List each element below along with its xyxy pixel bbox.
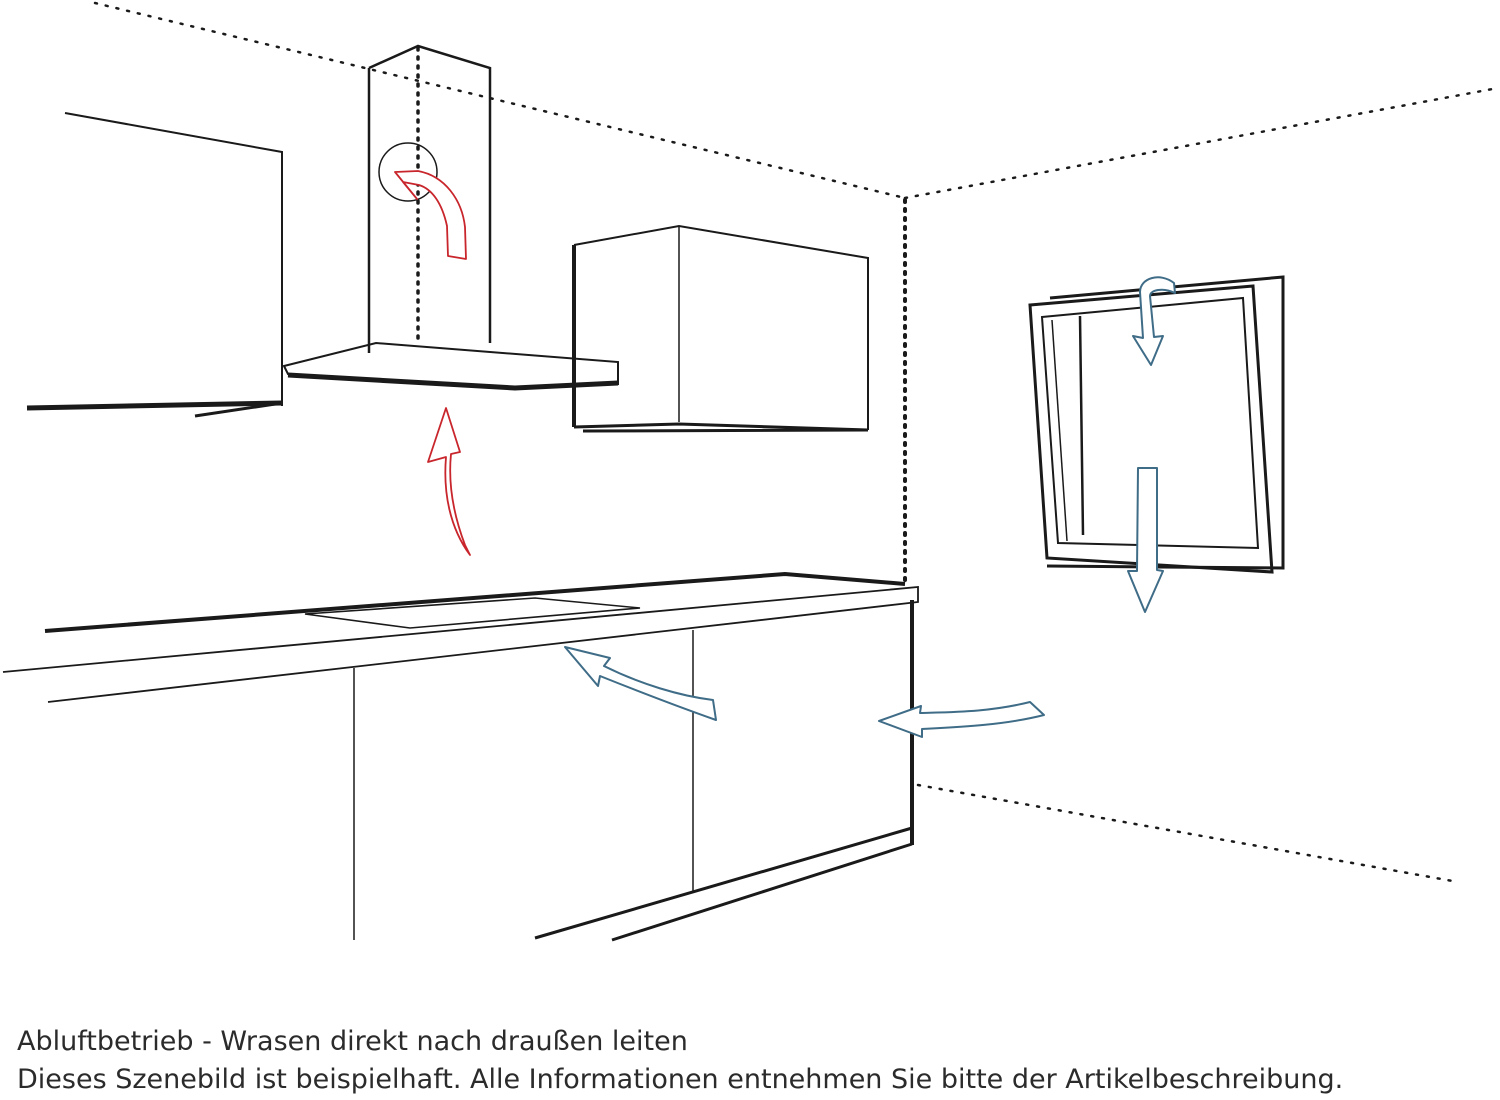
plinth [534,826,913,942]
cooktop [304,597,641,629]
hood-chimney [367,44,492,353]
fresh-air-arrow-window-top-icon [1132,276,1176,366]
caption-title: Abluftbetrieb - Wrasen direkt nach drauß… [17,1026,688,1057]
fresh-air-arrows [564,276,1176,738]
wall-cabinet-right [572,224,869,433]
caption-disclaimer: Dieses Szenebild ist beispielhaft. Alle … [17,1064,1344,1095]
chimney-hood [282,44,619,391]
hood-canopy [282,341,619,389]
ceiling-edge-right [903,86,1500,200]
fresh-air-arrow-window-down-icon [1127,467,1164,613]
ceiling-edge-left [93,1,907,200]
kitchen-ventilation-illustration [2,1,1500,942]
worktop-back-edge [44,571,906,633]
worktop-front [2,586,919,703]
exhaust-arrows [394,170,471,556]
wall-cabinet-left [26,112,283,418]
duct-opening [378,142,438,202]
window-sash-inner [1040,296,1260,550]
fresh-air-arrow-cabinet-icon [564,646,717,721]
window-sash-outer [1028,284,1274,574]
room-outline [93,1,1500,884]
fresh-air-arrow-floor-icon [878,701,1045,738]
kitchen-counter [2,571,919,942]
floor-edge-right [916,783,1460,884]
exhaust-arrow-hob-icon [427,407,471,556]
exhaust-arrow-duct-icon [394,170,467,260]
